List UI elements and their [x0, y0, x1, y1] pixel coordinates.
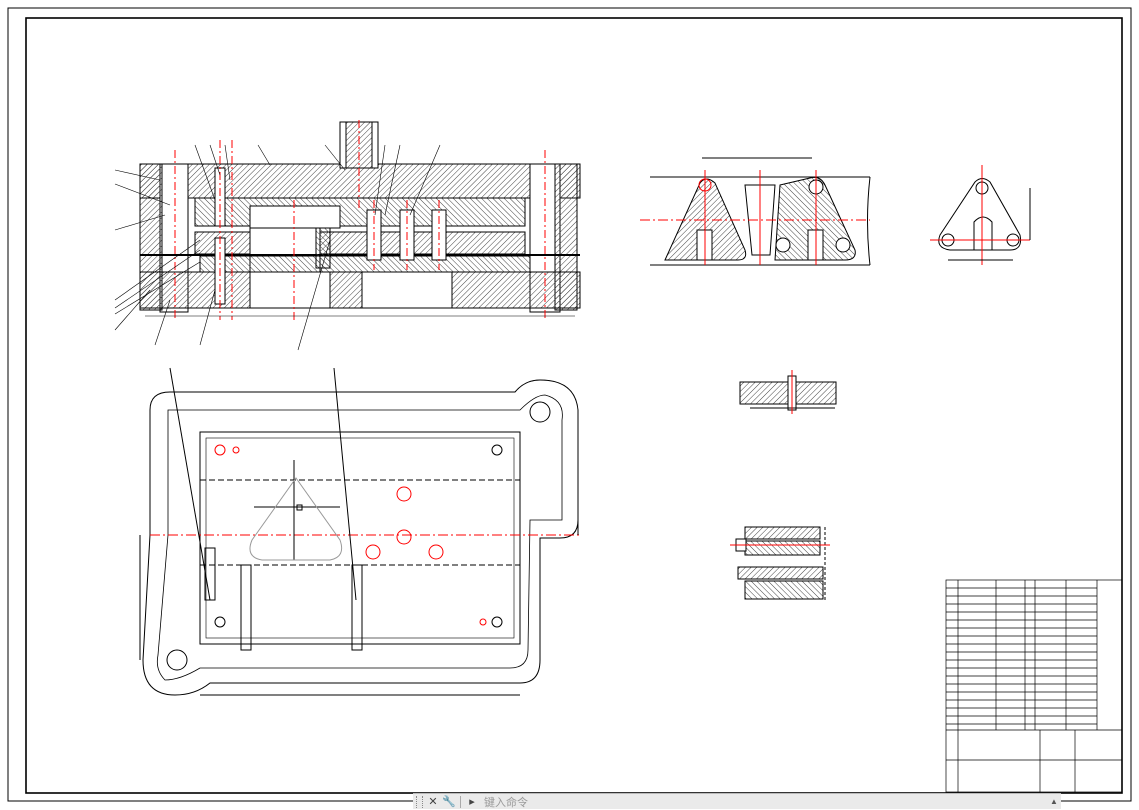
chevron-up-icon[interactable]: ▲ [1050, 797, 1058, 806]
wrench-icon[interactable]: 🔧 [442, 795, 456, 808]
strip-layout-view [640, 157, 871, 266]
drag-grip[interactable] [416, 795, 423, 808]
command-history-icon[interactable]: ▸ [469, 795, 475, 808]
divider [460, 795, 461, 808]
sheet-inner-border [25, 17, 1123, 794]
close-icon[interactable]: ✕ [428, 795, 438, 808]
plan-view [139, 367, 580, 696]
detail-a-view [739, 370, 837, 414]
command-line-bar[interactable]: ✕ 🔧 ▸ 键入命令 ▲ [413, 793, 1061, 809]
command-input[interactable]: 键入命令 [484, 795, 528, 809]
title-block [945, 579, 1123, 793]
part-view [930, 165, 1031, 265]
assembly-section-view [114, 120, 581, 351]
detail-b-view [730, 526, 830, 600]
